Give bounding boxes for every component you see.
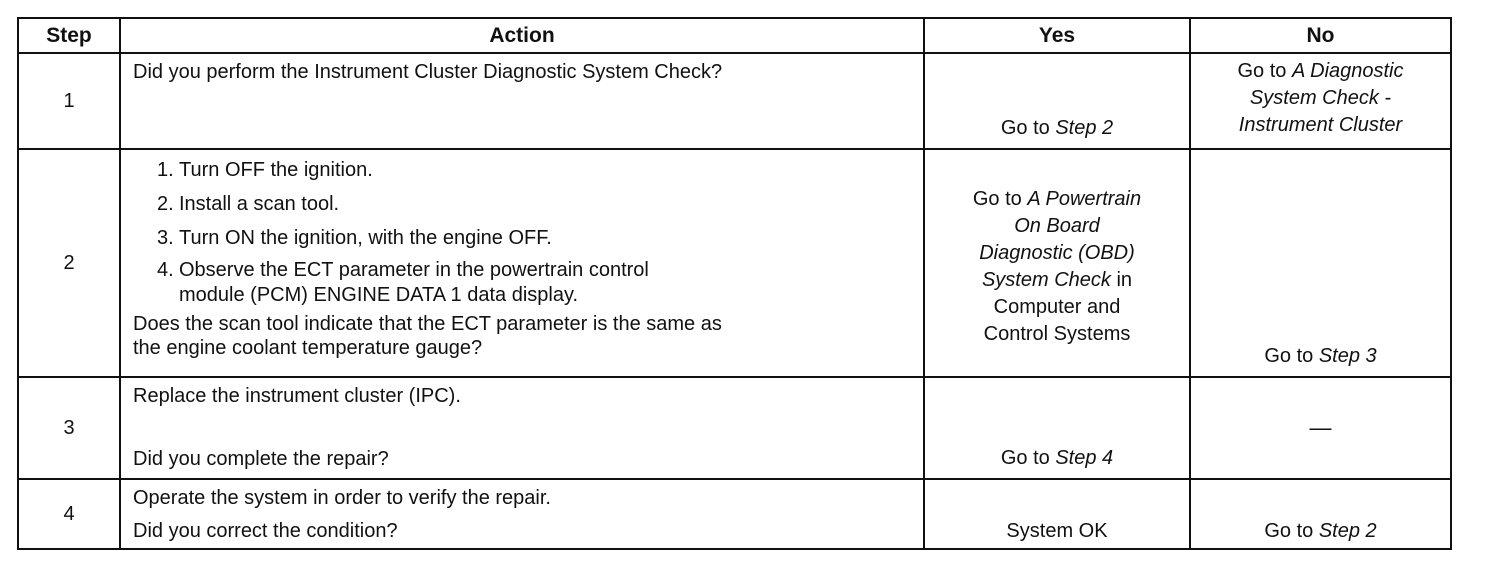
no-text: Go to A Diagnostic System Check - Instru… [1237, 60, 1404, 136]
yes-cell: System OK [923, 478, 1191, 550]
action-steps-list: 1.Turn OFF the ignition. 2.Install a sca… [133, 156, 911, 308]
no-cell: Go to Step 3 [1189, 148, 1452, 378]
step-link[interactable]: Step 2 [1318, 520, 1377, 542]
step-link[interactable]: Step 4 [1055, 447, 1114, 469]
no-cell: Go to A Diagnostic System Check - Instru… [1189, 52, 1452, 150]
step-link[interactable]: Step 2 [1055, 117, 1114, 139]
action-content: Operate the system in order to verify th… [133, 487, 551, 542]
procedure-link-line4[interactable]: System Check [981, 269, 1111, 291]
action-content: 1.Turn OFF the ignition. 2.Install a sca… [121, 150, 923, 364]
procedure-link-line2[interactable]: System Check - [1249, 87, 1392, 109]
question-text: Does the scan tool indicate that the ECT… [133, 313, 722, 359]
action-cell: 1.Turn OFF the ignition. 2.Install a sca… [119, 148, 925, 378]
step-number: 4 [17, 478, 121, 550]
no-cell: Go to Step 2 [1189, 478, 1452, 550]
yes-cell: Go to A Powertrain On Board Diagnostic (… [923, 148, 1191, 378]
yes-text: Go to Step 2 [1000, 117, 1114, 139]
yes-text: Go to A Powertrain On Board Diagnostic (… [972, 188, 1142, 345]
step-number: 3 [17, 376, 121, 480]
step-number: 2 [17, 148, 121, 378]
procedure-link[interactable]: A Diagnostic [1291, 60, 1404, 82]
yes-text: Go to Step 4 [1000, 447, 1114, 469]
yes-text: System OK [1006, 520, 1108, 542]
action-content: Replace the instrument cluster (IPC). Di… [133, 385, 461, 470]
list-item: 4.Observe the ECT parameter in the power… [157, 259, 649, 306]
header-row: Step Action Yes No [17, 17, 1452, 54]
no-text: Go to Step 3 [1264, 345, 1377, 367]
table-row: 2 1.Turn OFF the ignition. 2.Install a s… [17, 148, 1452, 378]
procedure-link-line3[interactable]: Instrument Cluster [1238, 114, 1403, 136]
table-row: 3 Replace the instrument cluster (IPC). … [17, 376, 1452, 480]
step-number: 1 [17, 52, 121, 150]
table-row: 4 Operate the system in order to verify … [17, 478, 1452, 550]
yes-cell: Go to Step 2 [923, 52, 1191, 150]
header-yes: Yes [923, 17, 1191, 54]
diagnostic-table: Step Action Yes No 1 Did you perform the… [17, 17, 1452, 550]
no-text: Go to Step 2 [1264, 520, 1377, 542]
action-cell: Did you perform the Instrument Cluster D… [119, 52, 925, 150]
list-item: 1.Turn OFF the ignition. [157, 159, 373, 181]
procedure-link[interactable]: A Powertrain [1027, 188, 1142, 210]
action-cell: Replace the instrument cluster (IPC). Di… [119, 376, 925, 480]
action-cell: Operate the system in order to verify th… [119, 478, 925, 550]
header-action: Action [119, 17, 925, 54]
step-link[interactable]: Step 3 [1318, 345, 1377, 367]
action-text: Did you perform the Instrument Cluster D… [133, 61, 723, 83]
header-step: Step [17, 17, 121, 54]
no-cell: — [1189, 376, 1452, 480]
header-no: No [1189, 17, 1452, 54]
procedure-link-line3[interactable]: Diagnostic (OBD) [979, 242, 1135, 264]
list-item: 3.Turn ON the ignition, with the engine … [157, 227, 552, 249]
yes-cell: Go to Step 4 [923, 376, 1191, 480]
table-row: 1 Did you perform the Instrument Cluster… [17, 52, 1452, 150]
list-item: 2.Install a scan tool. [157, 193, 340, 215]
procedure-link-line2[interactable]: On Board [1014, 215, 1100, 237]
